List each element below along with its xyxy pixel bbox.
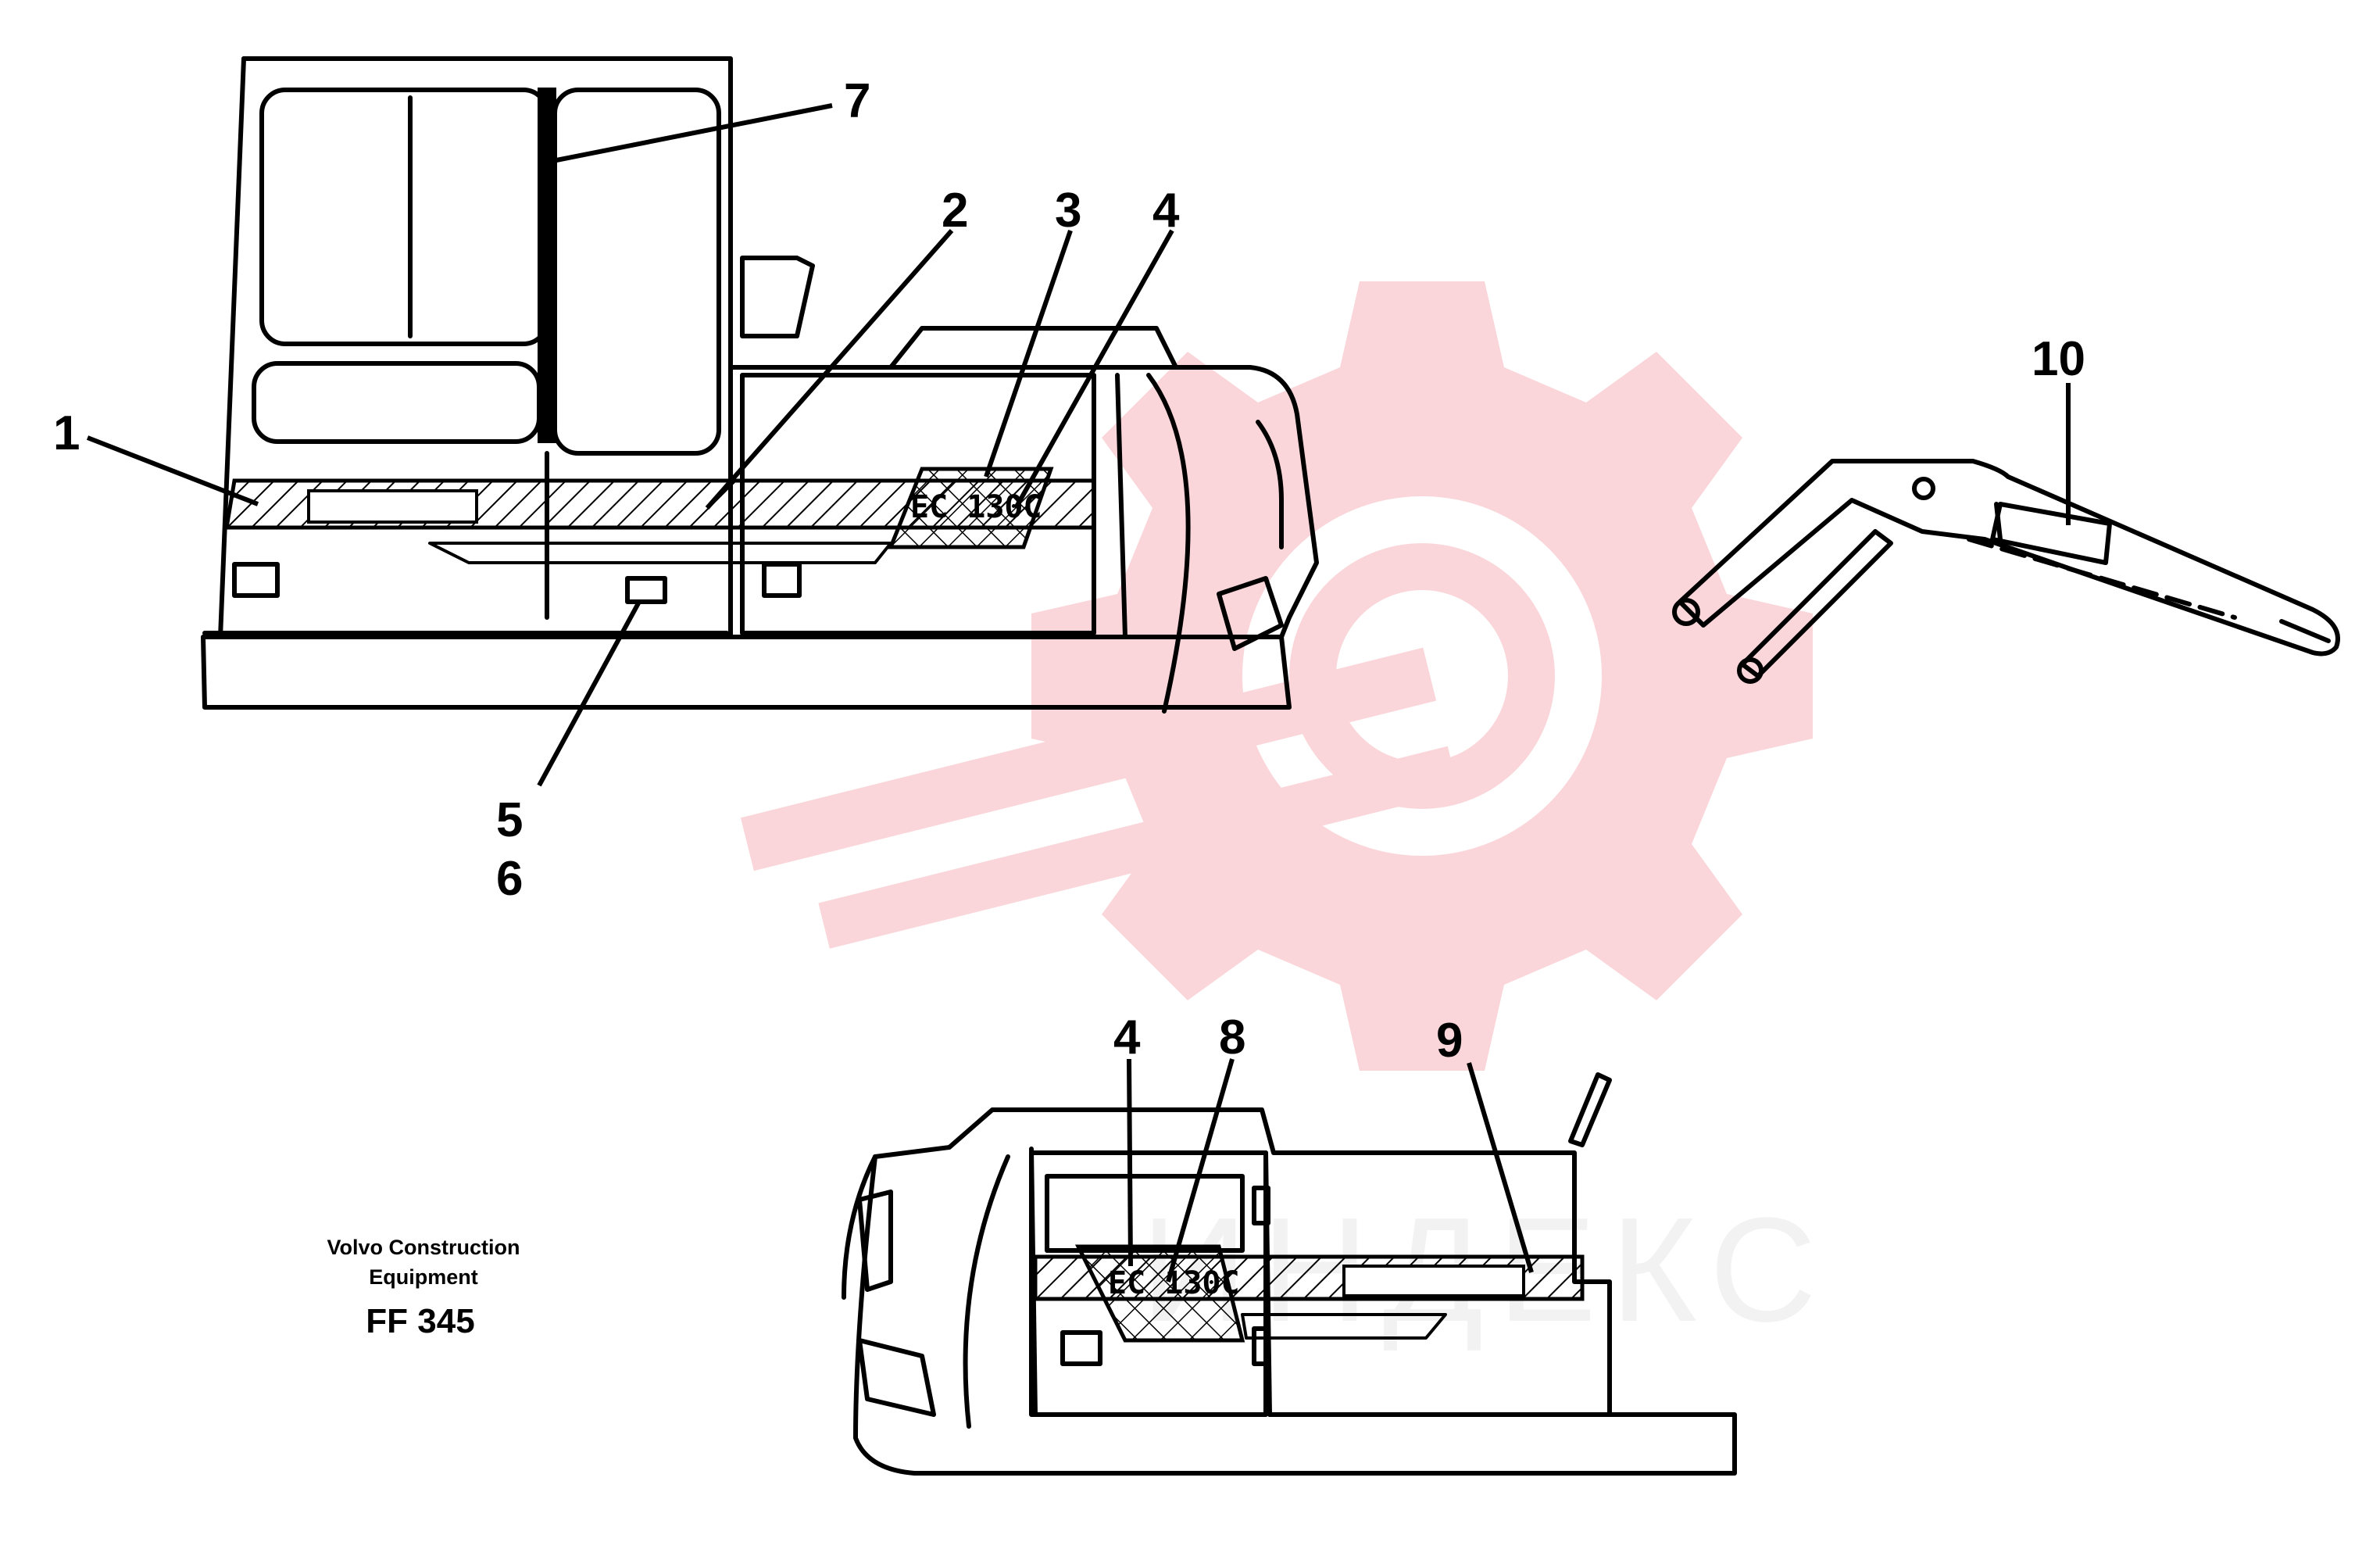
rear-light [1217,576,1284,651]
callout-6: 6 [496,852,523,906]
caption-maker-line1: Volvo Construction [327,1236,520,1259]
cab-front-window [259,88,549,346]
watermark-gear-logo: ИНДЕКС [740,281,1817,1353]
cab-outline [241,56,733,639]
door-seal-strip [538,88,556,443]
callout-3: 3 [1055,184,1081,238]
rear-model-decal [1074,1244,1245,1343]
side-model-text: EC 130C [910,489,1042,525]
callout-5: 5 [496,793,523,847]
exhaust-pipe [740,256,815,338]
diagram-caption: Volvo Construction Equipment FF 345 [327,1236,520,1340]
callout-10: 10 [2032,332,2085,386]
watermark-gear-icon [1031,281,1813,1071]
rear-light-left [857,1338,936,1417]
side-pinstripe [428,542,892,564]
boom-cylinder [1740,529,1893,678]
door-handle-engine [762,562,802,598]
callout-7: 7 [844,74,870,128]
boom-outline [1678,459,2340,656]
antenna [1568,1072,1612,1147]
callout-1: 1 [53,406,80,460]
rear-pinstripe [1241,1313,1447,1340]
callout-2: 2 [942,184,968,238]
side-model-decal [888,467,1054,549]
door-handle-left [232,562,280,598]
callout-8: 8 [1219,1011,1245,1064]
boom-decal [1990,502,2112,565]
boom-view: 10 [1672,332,2340,684]
cab-lower-window [252,361,541,444]
callout-9: 9 [1436,1014,1463,1068]
caption-code: FF 345 [366,1302,474,1340]
rear-model-text: EC 130C [1108,1265,1240,1301]
rear-door-handle [1060,1330,1102,1366]
callout-4-rear: 4 [1113,1011,1141,1064]
callout-4: 4 [1152,184,1180,238]
side-view-callouts: 1 2 3 4 7 5 6 [53,74,1180,906]
caption-maker-line2: Equipment [369,1265,478,1289]
small-label-5 [625,576,667,604]
excavator-rear-view: EC 130C 4 8 9 [842,1011,1737,1476]
side-counterweight-base [201,635,1292,710]
excavator-side-view: EC 130C [201,56,1319,714]
